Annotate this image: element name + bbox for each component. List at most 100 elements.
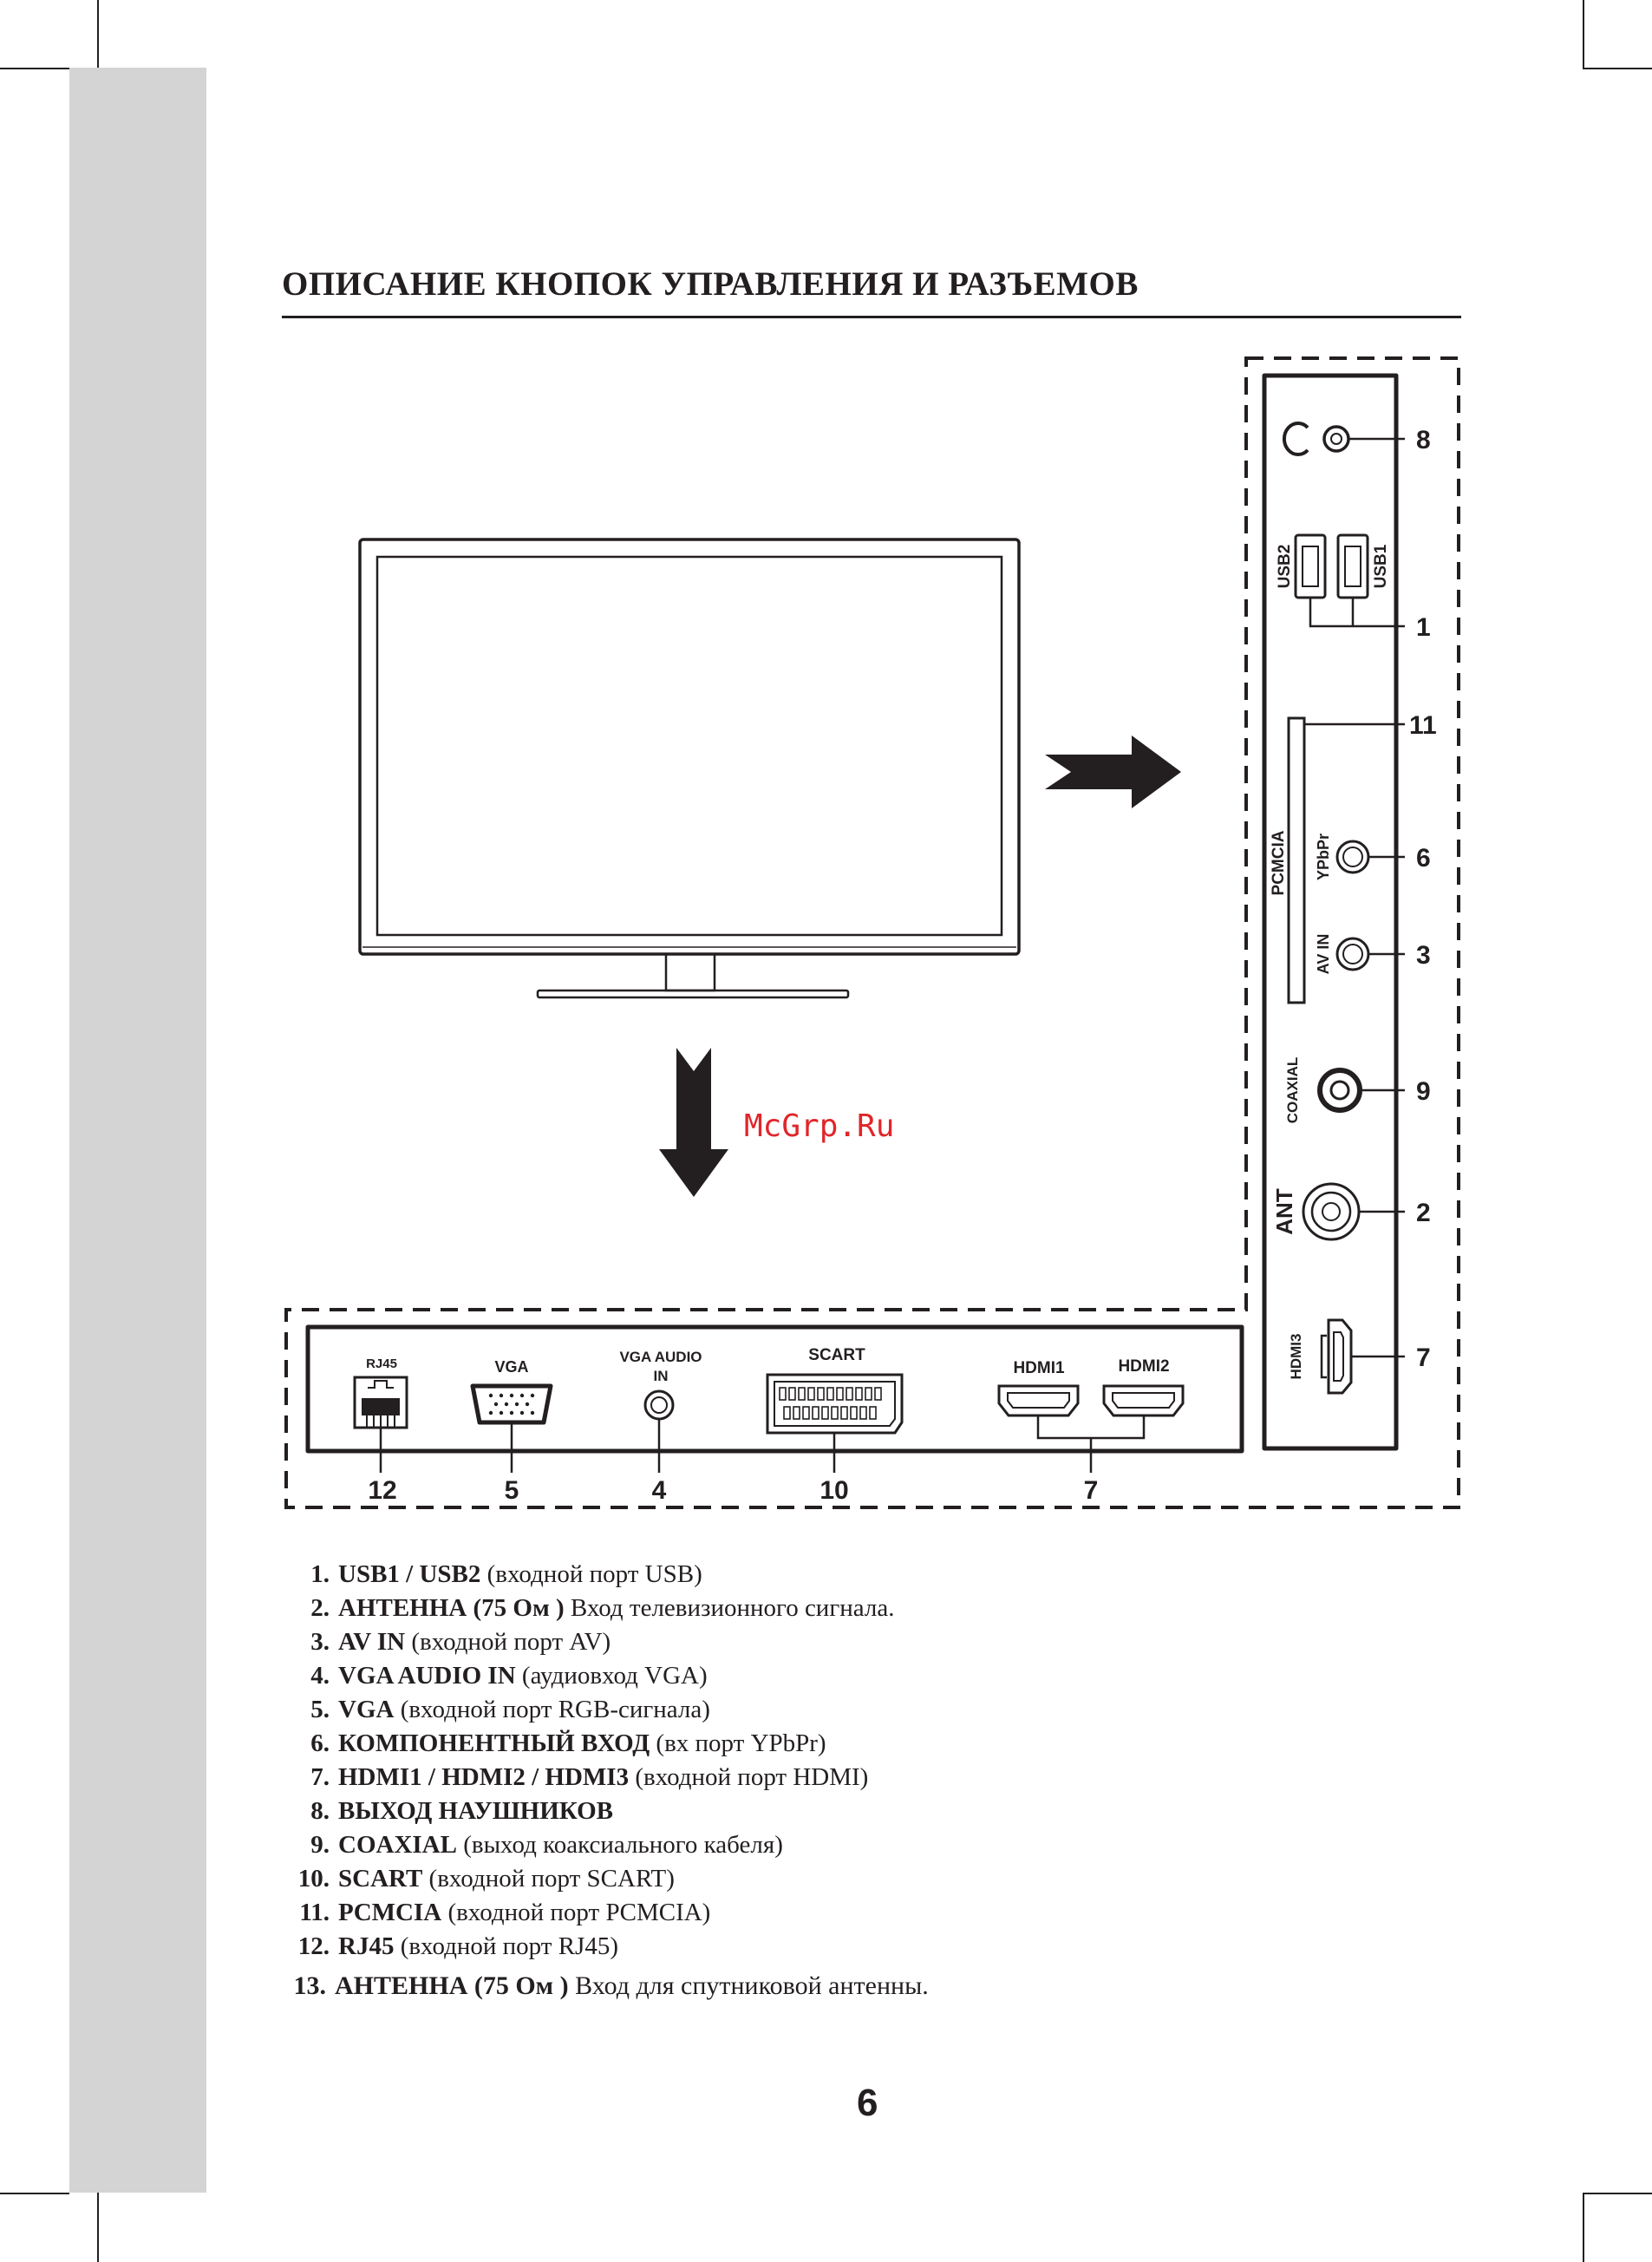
legend-item-name: RJ45 [338, 1932, 395, 1960]
callout-2: 2 [1416, 1199, 1431, 1227]
legend-item-name: АНТЕННА (75 Ом ) [338, 1594, 565, 1622]
pcmcia-slot [1287, 716, 1306, 1004]
legend-item-description: (входной порт USB) [480, 1560, 702, 1588]
crop-mark [0, 68, 69, 69]
legend-item: 12. RJ45 (входной порт RJ45) [284, 1930, 929, 1964]
vga-audio-jack [643, 1389, 675, 1421]
scart-port [766, 1373, 904, 1435]
legend-item: 9.COAXIAL (выход коаксиального кабеля) [284, 1828, 929, 1862]
legend-item-number: 3. [310, 1628, 330, 1656]
callout-8: 8 [1416, 426, 1431, 454]
tv-illustration [358, 538, 1021, 999]
rj45-label: RJ45 [366, 1357, 397, 1371]
vga-audio-label-2: IN [654, 1368, 669, 1384]
callout-11: 11 [1409, 711, 1437, 740]
legend-item: 3. AV IN (входной порт AV) [284, 1625, 929, 1659]
legend-item-description: (входной порт PCMCIA) [441, 1899, 711, 1926]
bottom-connector-panel [305, 1324, 1244, 1473]
legend-item-description: (входной порт RJ45) [394, 1932, 619, 1960]
legend-item-number: 6. [310, 1729, 330, 1757]
callout-7-bottom: 7 [1084, 1476, 1099, 1505]
usb1-label: USB1 [1372, 544, 1390, 588]
ant-label: ANT [1271, 1188, 1297, 1235]
pcmcia-label: PCMCIA [1270, 830, 1288, 895]
legend-item-name: SCART [338, 1865, 423, 1893]
callout-5: 5 [505, 1476, 519, 1505]
vga-label: VGA [494, 1358, 528, 1376]
crop-mark [1583, 0, 1584, 68]
legend-item-number: 4. [310, 1662, 330, 1690]
legend-item-description: (входной порт HDMI) [629, 1763, 869, 1791]
callout-6: 6 [1416, 844, 1431, 873]
legend-item: 10.SCART (входной порт SCART) [284, 1862, 929, 1896]
watermark-text: McGrp.Ru [744, 1108, 895, 1144]
legend-item-description: Вход для спутниковой антенны. [568, 1971, 929, 2000]
callout-10: 10 [819, 1476, 848, 1505]
page-number: 6 [857, 2082, 878, 2124]
legend-item-number: 10. [297, 1865, 330, 1893]
legend-item: 1. USB1 / USB2 (входной порт USB) [284, 1558, 929, 1592]
legend-item-description: Вход телевизионного сигнала. [564, 1594, 895, 1622]
arrow-down-icon [659, 1048, 728, 1197]
crop-mark [97, 2193, 99, 2262]
legend-item-description: (входной порт RGB-сигнала) [394, 1696, 710, 1723]
legend-item-description: (выход коаксиального кабеля) [456, 1831, 783, 1859]
legend-item-name: USB1 / USB2 [338, 1560, 481, 1588]
legend-item: 7. HDMI1 / HDMI2 / HDMI3 (входной порт HD… [284, 1761, 929, 1795]
crop-mark [1583, 2193, 1652, 2194]
legend-item: 4.VGA AUDIO IN (аудиовход VGA) [284, 1659, 929, 1693]
connector-diagram: USB2 USB1 PCMCIA YPbPr AV IN COAXIAL ANT… [284, 356, 1460, 1509]
legend-item: 2. АНТЕННА (75 Ом ) Вход телевизионного с… [284, 1592, 929, 1625]
legend-item-number: 11. [299, 1899, 330, 1926]
connector-legend-list: 1. USB1 / USB2 (входной порт USB) 2. АНТЕНН… [284, 1558, 929, 2003]
legend-item-number: 13. [293, 1971, 327, 2000]
callout-3: 3 [1416, 941, 1431, 970]
usb1-port [1336, 533, 1369, 599]
legend-item-number: 7. [310, 1763, 330, 1791]
av-in-label: AV IN [1315, 934, 1332, 975]
hdmi3-label: HDMI3 [1288, 1334, 1304, 1380]
headphone-icon [1282, 422, 1309, 456]
legend-item-name: PCMCIA [338, 1899, 442, 1926]
callout-4: 4 [652, 1476, 667, 1505]
legend-item: 5. VGA (входной порт RGB-сигнала) [284, 1693, 929, 1727]
hdmi2-port [1102, 1384, 1185, 1417]
legend-item-name: AV IN [338, 1628, 406, 1656]
legend-item-description: (вх порт YPbPr) [650, 1729, 826, 1757]
legend-item-number: 12. [297, 1932, 330, 1960]
crop-mark [0, 2193, 69, 2194]
legend-item-number: 5. [310, 1696, 330, 1723]
crop-mark [1583, 68, 1652, 69]
crop-mark [97, 0, 99, 68]
legend-item-number: 2. [310, 1594, 330, 1622]
legend-item: 8.ВЫХОД НАУШНИКОВ [284, 1795, 929, 1828]
legend-item-name: HDMI1 / HDMI2 / HDMI3 [338, 1763, 630, 1791]
legend-item: 11. PCMCIA (входной порт PCMCIA) [284, 1896, 929, 1930]
dashed-outline [284, 356, 1460, 1509]
callout-1: 1 [1416, 613, 1431, 642]
arrow-right-icon [1045, 735, 1181, 808]
legend-item-number: 1. [310, 1560, 330, 1588]
legend-item-description: (аудиовход VGA) [515, 1662, 708, 1690]
page-side-band [69, 68, 206, 2193]
page-title: ОПИСАНИЕ КНОПОК УПРАВЛЕНИЯ И РАЗЪЕМОВ [282, 265, 1139, 303]
hdmi2-label: HDMI2 [1118, 1357, 1169, 1376]
legend-item: 13. АНТЕННА (75 Ом ) Вход для спутниковой… [284, 1969, 929, 2003]
callout-7-side: 7 [1416, 1343, 1431, 1372]
scart-label: SCART [808, 1346, 865, 1364]
legend-item-description: (входной порт AV) [405, 1628, 611, 1656]
title-underline [282, 316, 1461, 318]
ypbpr-jack [1335, 840, 1370, 874]
ypbpr-label: YPbPr [1315, 834, 1332, 880]
coaxial-jack [1317, 1068, 1362, 1113]
hdmi1-port [997, 1384, 1080, 1417]
legend-item-name: АНТЕННА (75 Ом ) [335, 1971, 569, 2000]
vga-port [470, 1383, 553, 1425]
coaxial-label: COAXIAL [1284, 1057, 1301, 1124]
legend-item-name: КОМПОНЕНТНЫЙ ВХОД [338, 1729, 650, 1757]
legend-item-number: 8. [310, 1797, 330, 1825]
headphone-jack [1322, 425, 1350, 453]
av-in-jack [1335, 937, 1370, 971]
legend-item-name: VGA [338, 1696, 395, 1723]
callout-9: 9 [1416, 1077, 1431, 1106]
